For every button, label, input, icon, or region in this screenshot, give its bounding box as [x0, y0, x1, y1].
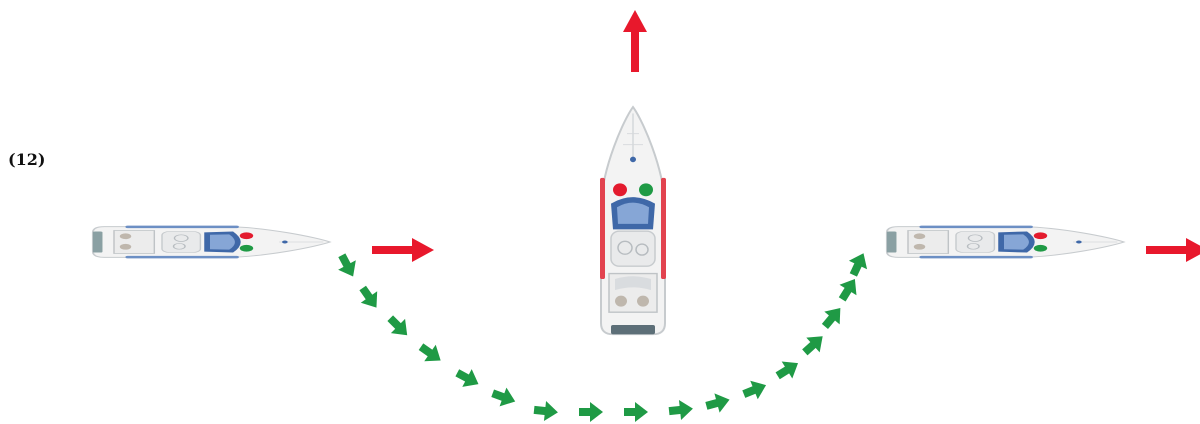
path-arrow — [354, 282, 384, 313]
path-arrow — [624, 402, 648, 422]
path-arrow — [817, 302, 848, 333]
path-arrow — [579, 402, 603, 422]
path-arrow — [383, 311, 414, 342]
path-arrow — [453, 364, 484, 393]
yacht-start — [93, 226, 330, 259]
heading-arrow-start — [372, 238, 434, 262]
yacht-end — [887, 226, 1124, 259]
path-arrow — [704, 390, 732, 416]
yacht-middle — [600, 107, 666, 334]
path-arrow — [740, 376, 770, 404]
path-arrow — [772, 355, 803, 385]
path-arrow — [333, 251, 362, 282]
path-arrow — [533, 400, 559, 422]
path-arrow — [834, 274, 864, 305]
path-arrow — [489, 384, 518, 411]
heading-arrow-end — [1146, 238, 1200, 262]
heading-arrow-middle — [623, 10, 647, 72]
path-arrow — [668, 399, 694, 421]
path-arrow — [798, 329, 829, 360]
path-arrow — [415, 338, 446, 368]
path-arrow — [844, 249, 872, 279]
